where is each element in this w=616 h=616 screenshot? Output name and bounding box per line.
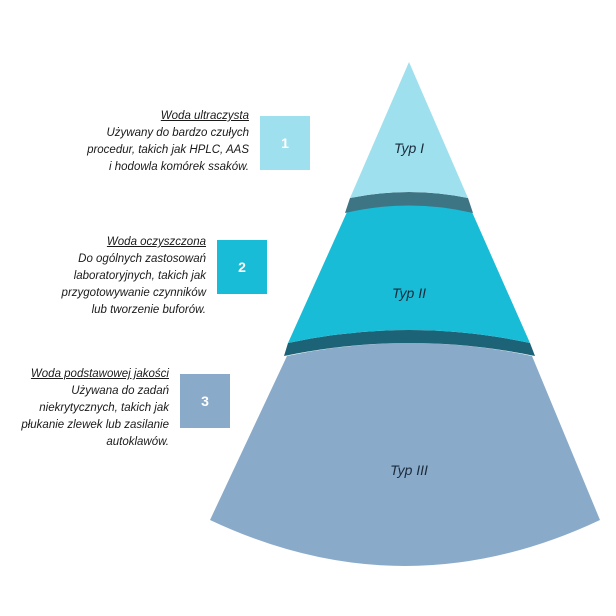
tier-3-desc-line: płukanie zlewek lub zasilanie [21,419,169,431]
tier-3-desc-line: niekrytycznych, takich jak [39,402,169,414]
tier-1-shape [350,62,468,198]
tier-2-number-box: 2 [217,240,267,294]
tier-3-desc-line: autoklawów. [106,436,169,448]
tier-1-desc-line: i hodowla komórek ssaków. [109,161,249,173]
tier-3-number: 3 [201,393,209,409]
tier-2-3-band [284,330,535,356]
tier-3-label: Typ III [390,462,428,478]
tier-3-number-box: 3 [180,374,230,428]
tier-1-desc-line: Używany do bardzo czułych [106,127,249,139]
tier-2-desc-line: Do ogólnych zastosowań [78,253,206,265]
tier-3-desc-line: Używana do zadań [71,385,169,397]
tier-1-title: Woda ultraczysta [160,110,249,122]
tier-1-number-box: 1 [260,116,310,170]
tier-3-title: Woda podstawowej jakości [30,368,169,380]
tier-1-label: Typ I [393,140,425,156]
tier-1-description: Woda ultraczysta Używany do bardzo czuły… [87,108,249,176]
tier-2-shape [288,204,530,343]
tier-2-desc-line: laboratoryjnych, takich jak [73,270,206,282]
tier-3-shape [210,343,600,566]
tier-2-number: 2 [238,259,246,275]
tier-1-desc-line: procedur, takich jak HPLC, AAS [87,144,249,156]
tier-2-title: Woda oczyszczona [106,236,206,248]
tier-2-desc-line: lub tworzenie buforów. [91,304,206,316]
tier-2-description: Woda oczyszczona Do ogólnych zastosowań … [62,234,206,319]
tier-1-2-band [345,192,473,213]
tier-2-label: Typ II [392,285,426,301]
tier-2-desc-line: przygotowywanie czynników [61,287,206,299]
tier-3-description: Woda podstawowej jakości Używana do zada… [21,366,169,451]
tier-1-number: 1 [281,135,289,151]
